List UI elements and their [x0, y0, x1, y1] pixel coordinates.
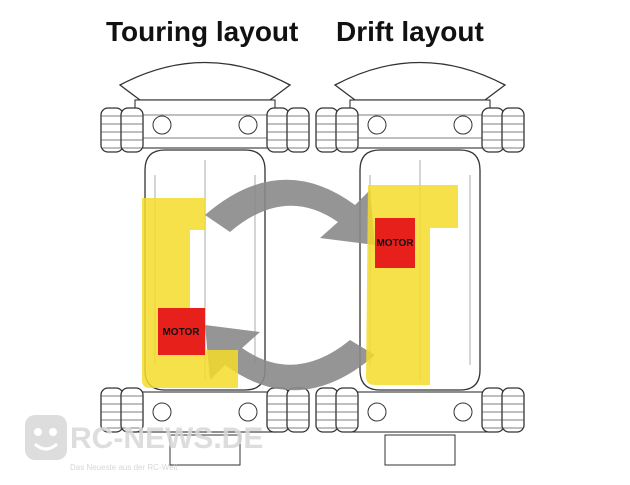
- watermark-subtitle: Das Neueste aus der RC-Welt: [70, 463, 178, 472]
- drift-layout-title: Drift layout: [336, 16, 484, 47]
- swap-arrows-icon: [205, 179, 375, 391]
- drift-motor-label: MOTOR: [376, 238, 414, 249]
- watermark-logo: RC-NEWS.DE Das Neueste aus der RC-Welt: [25, 415, 263, 472]
- drift-motor: [375, 218, 415, 268]
- touring-motor: [158, 308, 205, 355]
- touring-layout-title: Touring layout: [106, 16, 299, 47]
- watermark-title: RC-NEWS.DE: [70, 422, 263, 455]
- touring-motor-label: MOTOR: [162, 327, 200, 338]
- touring-chassis: [101, 63, 309, 466]
